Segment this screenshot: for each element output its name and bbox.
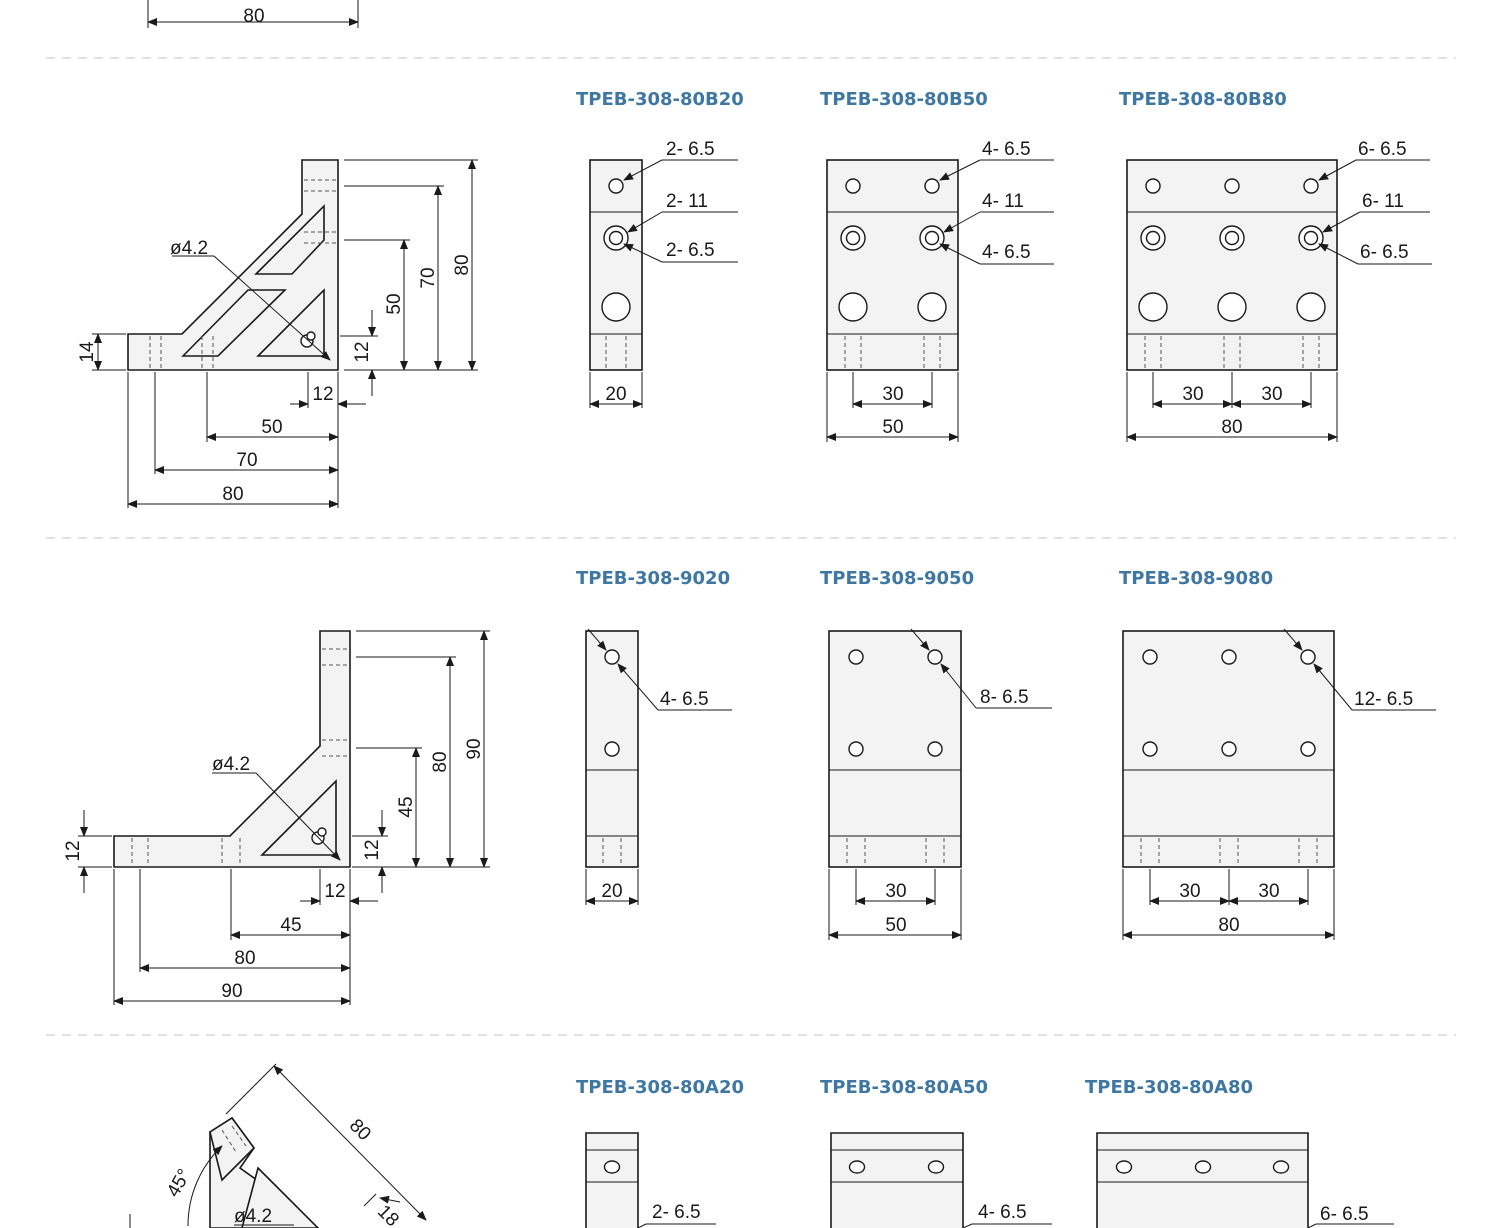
hole-callout: 6- 11	[1362, 191, 1404, 212]
hole-callout: 2- 11	[666, 191, 708, 212]
variant-title: TPEB-308-80B20	[576, 89, 744, 110]
dim-pitch: 30	[1261, 384, 1282, 405]
variant-title: TPEB-308-80A50	[820, 1077, 988, 1098]
hole-callout: 2- 6.5	[666, 240, 715, 261]
row-3-side-view: 80 18 45° ø4.2	[129, 1063, 427, 1228]
variant-80a20-front-view: 2- 6.5	[585, 1132, 716, 1228]
dim-w90: 90	[221, 981, 242, 1002]
hole-callout: 12- 6.5	[1354, 689, 1413, 710]
variant-9050-front-view: 8- 6.5 30 50	[828, 628, 1052, 940]
hole-callout: ø4.2	[170, 238, 208, 259]
dim-80: 80	[430, 751, 451, 772]
variant-title: TPEB-308-80A20	[576, 1077, 744, 1098]
dim-pitch: 30	[1182, 384, 1203, 405]
variant-80a50-front-view: 4- 6.5	[830, 1132, 1052, 1228]
dim-70: 70	[418, 267, 439, 288]
dim-width: 20	[601, 881, 622, 902]
dim-width: 20	[605, 384, 626, 405]
hole-callout: ø4.2	[234, 1206, 272, 1227]
hole-callout: 4- 6.5	[660, 689, 709, 710]
dim-50: 50	[384, 293, 405, 314]
dim-base-thickness: 14	[77, 341, 98, 363]
variant-80b50-front-view: 4- 6.5 4- 11 4- 6.5 30 50	[826, 139, 1054, 442]
hole-callout: 2- 6.5	[652, 1202, 701, 1223]
dim-slot-width: 12	[312, 384, 333, 405]
top-fragment: 80	[147, 0, 359, 28]
variant-9020-front-view: 4- 6.5 20	[585, 628, 732, 905]
row-2-side-view: ø4.2 90 80 45 12 12 12 45 80	[63, 630, 490, 1005]
variant-title: TPEB-308-80B50	[820, 89, 988, 110]
dim-width: 50	[882, 417, 903, 438]
dim-slot-height: 12	[362, 839, 383, 860]
top-width-dim: 80	[243, 6, 264, 27]
dim-w50: 50	[261, 417, 282, 438]
hole-callout: 4- 6.5	[982, 242, 1031, 263]
variant-title: TPEB-308-9020	[576, 568, 730, 589]
dim-width: 80	[1218, 915, 1239, 936]
hole-callout: 4- 11	[982, 191, 1024, 212]
hole-callout: ø4.2	[212, 754, 250, 775]
variant-title: TPEB-308-9080	[1119, 568, 1273, 589]
hole-callout: 2- 6.5	[666, 139, 715, 160]
dim-pitch: 30	[882, 384, 903, 405]
variant-title: TPEB-308-80B80	[1119, 89, 1287, 110]
variant-title: TPEB-308-9050	[820, 568, 974, 589]
hole-callout: 4- 6.5	[982, 139, 1031, 160]
dim-angle: 45°	[163, 1166, 196, 1201]
dim-w45: 45	[280, 915, 301, 936]
hole-callout: 4- 6.5	[978, 1202, 1027, 1223]
dim-90: 90	[464, 738, 485, 759]
dim-pitch: 30	[885, 881, 906, 902]
dim-w80: 80	[234, 948, 255, 969]
dim-slot-width: 12	[324, 881, 345, 902]
dim-45: 45	[396, 796, 417, 817]
variant-80b20-front-view: 2- 6.5 2- 11 2- 6.5 20	[589, 139, 738, 408]
variant-80a80-front-view: 6- 6.5	[1096, 1132, 1394, 1228]
dim-width: 50	[885, 915, 906, 936]
row-1-side-view: ø4.2 80 70 50 12 14 12 50 70	[77, 159, 478, 508]
dim-length: 80	[345, 1115, 375, 1145]
dim-thickness: 18	[373, 1201, 403, 1228]
hole-callout: 6- 6.5	[1320, 1204, 1369, 1225]
dim-base-thickness: 12	[63, 840, 84, 861]
hole-callout: 8- 6.5	[980, 687, 1029, 708]
dim-80: 80	[452, 254, 473, 275]
dim-pitch: 30	[1179, 881, 1200, 902]
variant-80b80-front-view: 6- 6.5 6- 11 6- 6.5 30 30 80	[1126, 139, 1432, 442]
variant-title: TPEB-308-80A80	[1085, 1077, 1253, 1098]
dim-pitch: 30	[1258, 881, 1279, 902]
hole-callout: 6- 6.5	[1360, 242, 1409, 263]
dim-slot-height: 12	[352, 341, 373, 362]
hole-callout: 6- 6.5	[1358, 139, 1407, 160]
variant-9080-front-view: 12- 6.5 30 30 80	[1122, 628, 1436, 940]
dim-width: 80	[1221, 417, 1242, 438]
dim-w80: 80	[222, 484, 243, 505]
dim-w70: 70	[236, 450, 257, 471]
